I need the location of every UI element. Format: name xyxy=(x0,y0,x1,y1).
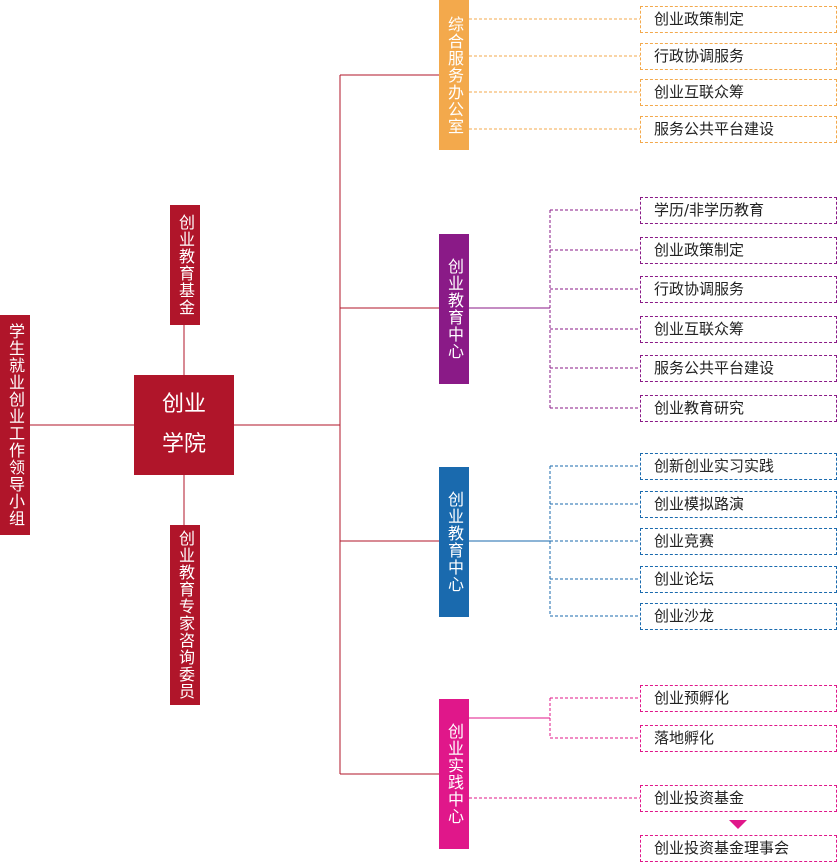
leaf-item: 创业投资基金 xyxy=(640,785,837,812)
leader-group-box: 学生就业创业工作领导小组 xyxy=(0,315,30,535)
entrepreneurship-college-box: 创业 学院 xyxy=(134,375,234,475)
education-fund-box: 创业教育基金 xyxy=(170,205,200,325)
office-box-practice-center: 创业实践中心 xyxy=(439,699,469,849)
leaf-item: 创业教育研究 xyxy=(640,395,837,422)
leaf-item: 创业投资基金理事会 xyxy=(640,835,837,862)
leaf-item: 创业政策制定 xyxy=(640,237,837,264)
office-label: 创业教育中心 xyxy=(445,258,464,360)
office-box-education-center-a: 创业教育中心 xyxy=(439,234,469,384)
leaf-item: 创业互联众筹 xyxy=(640,79,837,106)
leaf-item: 创业沙龙 xyxy=(640,603,837,630)
core-label-line1: 创业 xyxy=(161,392,206,417)
expert-committee-box: 创业教育专家咨询委员 xyxy=(170,525,200,705)
office-label: 创业教育中心 xyxy=(445,491,464,593)
office-label: 综合服务办公室 xyxy=(445,15,464,135)
leaf-item: 创业竞赛 xyxy=(640,528,837,555)
leaf-item: 创业预孵化 xyxy=(640,685,837,712)
leaf-item: 学历/非学历教育 xyxy=(640,197,837,224)
leaf-item: 服务公共平台建设 xyxy=(640,116,837,143)
down-arrow-icon xyxy=(729,820,747,829)
leaf-item: 创业论坛 xyxy=(640,566,837,593)
leader-group-label: 学生就业创业工作领导小组 xyxy=(6,323,25,527)
office-label: 创业实践中心 xyxy=(445,723,464,825)
leaf-item: 行政协调服务 xyxy=(640,276,837,303)
leaf-item: 创业政策制定 xyxy=(640,6,837,33)
leaf-item: 行政协调服务 xyxy=(640,43,837,70)
leaf-item: 创业模拟路演 xyxy=(640,491,837,518)
expert-committee-label: 创业教育专家咨询委员 xyxy=(176,530,195,700)
education-fund-label: 创业教育基金 xyxy=(176,214,195,316)
office-box-general-services: 综合服务办公室 xyxy=(439,0,469,150)
core-label-line2: 学院 xyxy=(161,432,206,457)
office-box-education-center-b: 创业教育中心 xyxy=(439,467,469,617)
leaf-item: 创业互联众筹 xyxy=(640,316,837,343)
leaf-item: 创新创业实习实践 xyxy=(640,453,837,480)
leaf-item: 服务公共平台建设 xyxy=(640,355,837,382)
leaf-item: 落地孵化 xyxy=(640,725,837,752)
